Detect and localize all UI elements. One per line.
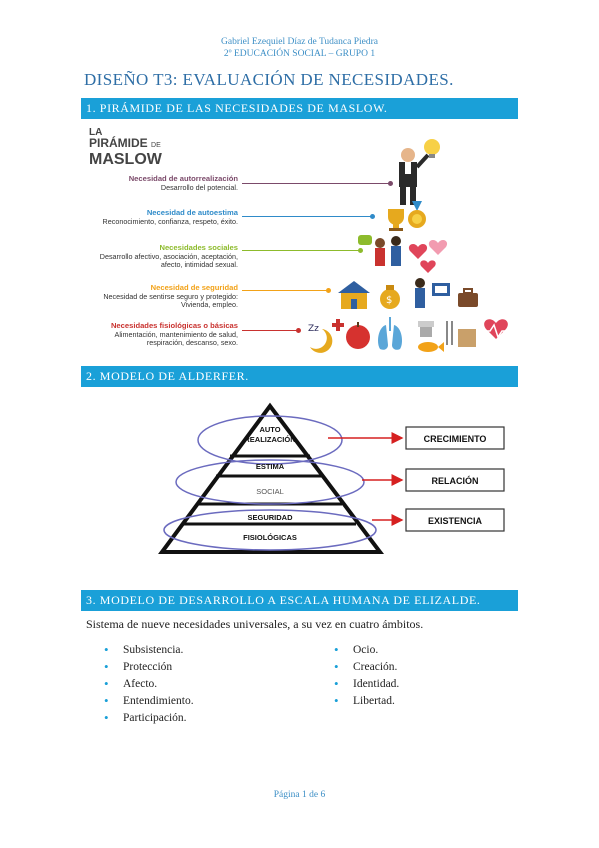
box-existencia bbox=[405, 508, 505, 532]
document-title: DISEÑO T3: EVALUACIÓN DE NECESIDADES. bbox=[84, 70, 454, 89]
needs-list-left: Subsistencia. Protección Afecto. Entendi… bbox=[102, 641, 194, 727]
pyramid-label-realizacion: REALIZACIÓN bbox=[244, 435, 295, 444]
maslow-leader-3 bbox=[242, 248, 363, 253]
maslow-level-physiological: Necesidades fisiológicas o básicas Alime… bbox=[110, 321, 238, 348]
businessman-icon bbox=[399, 148, 430, 205]
box-label-relacion: RELACIÓN bbox=[432, 475, 479, 486]
chat-bubble-icon bbox=[358, 235, 372, 245]
list-item: Creación. bbox=[332, 658, 399, 676]
briefcase-icon bbox=[458, 288, 478, 307]
maslow-leader-4 bbox=[242, 288, 331, 293]
maslow-leader-1 bbox=[242, 181, 393, 186]
medal-icon bbox=[408, 201, 426, 228]
alderfer-diagram: AUTO REALIZACIÓN ESTIMA SOCIAL SEGURIDAD… bbox=[158, 402, 505, 554]
box-label-crecimiento: CRECIMIENTO bbox=[424, 434, 487, 444]
maslow-level-safety: Necesidad de seguridad Necesidad de sent… bbox=[103, 283, 238, 310]
maslow-logo-piramide: PIRÁMIDE DE bbox=[89, 136, 161, 150]
maslow-infographic: LA PIRÁMIDE DE MASLOW bbox=[81, 121, 518, 359]
maslow-leader-2 bbox=[242, 214, 375, 219]
list-item: Subsistencia. bbox=[102, 641, 194, 659]
box-crecimiento bbox=[405, 426, 505, 450]
alderfer-pyramid-outline bbox=[158, 402, 385, 554]
page-number: Página 1 de 6 bbox=[273, 790, 326, 800]
house-icon bbox=[338, 281, 370, 309]
list-item: Entendimiento. bbox=[102, 692, 194, 710]
money-bag-icon: $ bbox=[380, 285, 400, 309]
header-author: Gabriel Ezequiel Díaz de Tudanca Piedra bbox=[221, 37, 378, 47]
security-person-icon bbox=[415, 278, 425, 308]
list-item: Participación. bbox=[102, 709, 194, 727]
utensils-icon bbox=[446, 321, 453, 345]
hearts-icon bbox=[408, 240, 448, 273]
svg-text:$: $ bbox=[386, 295, 392, 306]
apple-icon bbox=[346, 322, 370, 349]
people-icon bbox=[375, 236, 401, 266]
section-heading-maslow: 1. PIRÁMIDE DE LAS NECESIDADES DE MASLOW… bbox=[81, 98, 518, 119]
section-heading-alderfer: 2. MODELO DE ALDERFER. bbox=[81, 366, 518, 387]
maslow-leader-5 bbox=[242, 328, 301, 333]
list-item: Protección bbox=[102, 658, 194, 676]
maslow-illustration: $ Zz bbox=[308, 139, 510, 353]
needs-list-right: Ocio. Creación. Identidad. Libertad. bbox=[332, 641, 399, 710]
header-course: 2º EDUCACIÓN SOCIAL – GRUPO 1 bbox=[223, 49, 376, 59]
maslow-level-esteem: Necesidad de autoestima Reconocimiento, … bbox=[102, 208, 238, 226]
maslow-level-social: Necesidades sociales Desarrollo afectivo… bbox=[99, 243, 238, 270]
box-relacion bbox=[405, 468, 505, 492]
growth-ellipse bbox=[197, 415, 343, 465]
sleep-moon-icon: Zz bbox=[308, 324, 333, 353]
pyramid-label-estima: ESTIMA bbox=[256, 462, 285, 471]
list-item: Libertad. bbox=[332, 692, 399, 710]
pyramid-label-auto: AUTO bbox=[259, 425, 280, 434]
maslow-logo-maslow: MASLOW bbox=[89, 151, 162, 168]
pyramid-label-seguridad: SEGURIDAD bbox=[247, 513, 293, 522]
section-heading-elizalde: 3. MODELO DE DESARROLLO A ESCALA HUMANA … bbox=[81, 590, 518, 611]
maslow-level-self-actualization: Necesidad de autorrealización Desarrollo… bbox=[128, 174, 238, 192]
maslow-logo-la: LA bbox=[89, 127, 103, 138]
box-label-existencia: EXISTENCIA bbox=[428, 516, 483, 526]
svg-text:Zz: Zz bbox=[308, 324, 319, 334]
pyramid-label-social: SOCIAL bbox=[256, 487, 284, 496]
relation-ellipse bbox=[175, 459, 365, 505]
list-item: Afecto. bbox=[102, 675, 194, 693]
list-item: Identidad. bbox=[332, 675, 399, 693]
elizalde-intro: Sistema de nueve necesidades universales… bbox=[86, 617, 424, 631]
list-item: Ocio. bbox=[332, 641, 399, 659]
fish-icon bbox=[418, 342, 444, 352]
heartbeat-icon bbox=[482, 319, 510, 339]
toilet-icon bbox=[418, 321, 434, 337]
trophy-icon bbox=[388, 209, 404, 231]
pyramid-label-fisiologicas: FISIOLÓGICAS bbox=[243, 533, 297, 542]
medical-cross-icon bbox=[332, 319, 344, 331]
monitor-icon bbox=[432, 283, 450, 296]
box-icon bbox=[458, 329, 476, 347]
lungs-icon bbox=[378, 317, 402, 350]
lightbulb-icon bbox=[424, 139, 440, 158]
existence-ellipse bbox=[163, 509, 377, 551]
